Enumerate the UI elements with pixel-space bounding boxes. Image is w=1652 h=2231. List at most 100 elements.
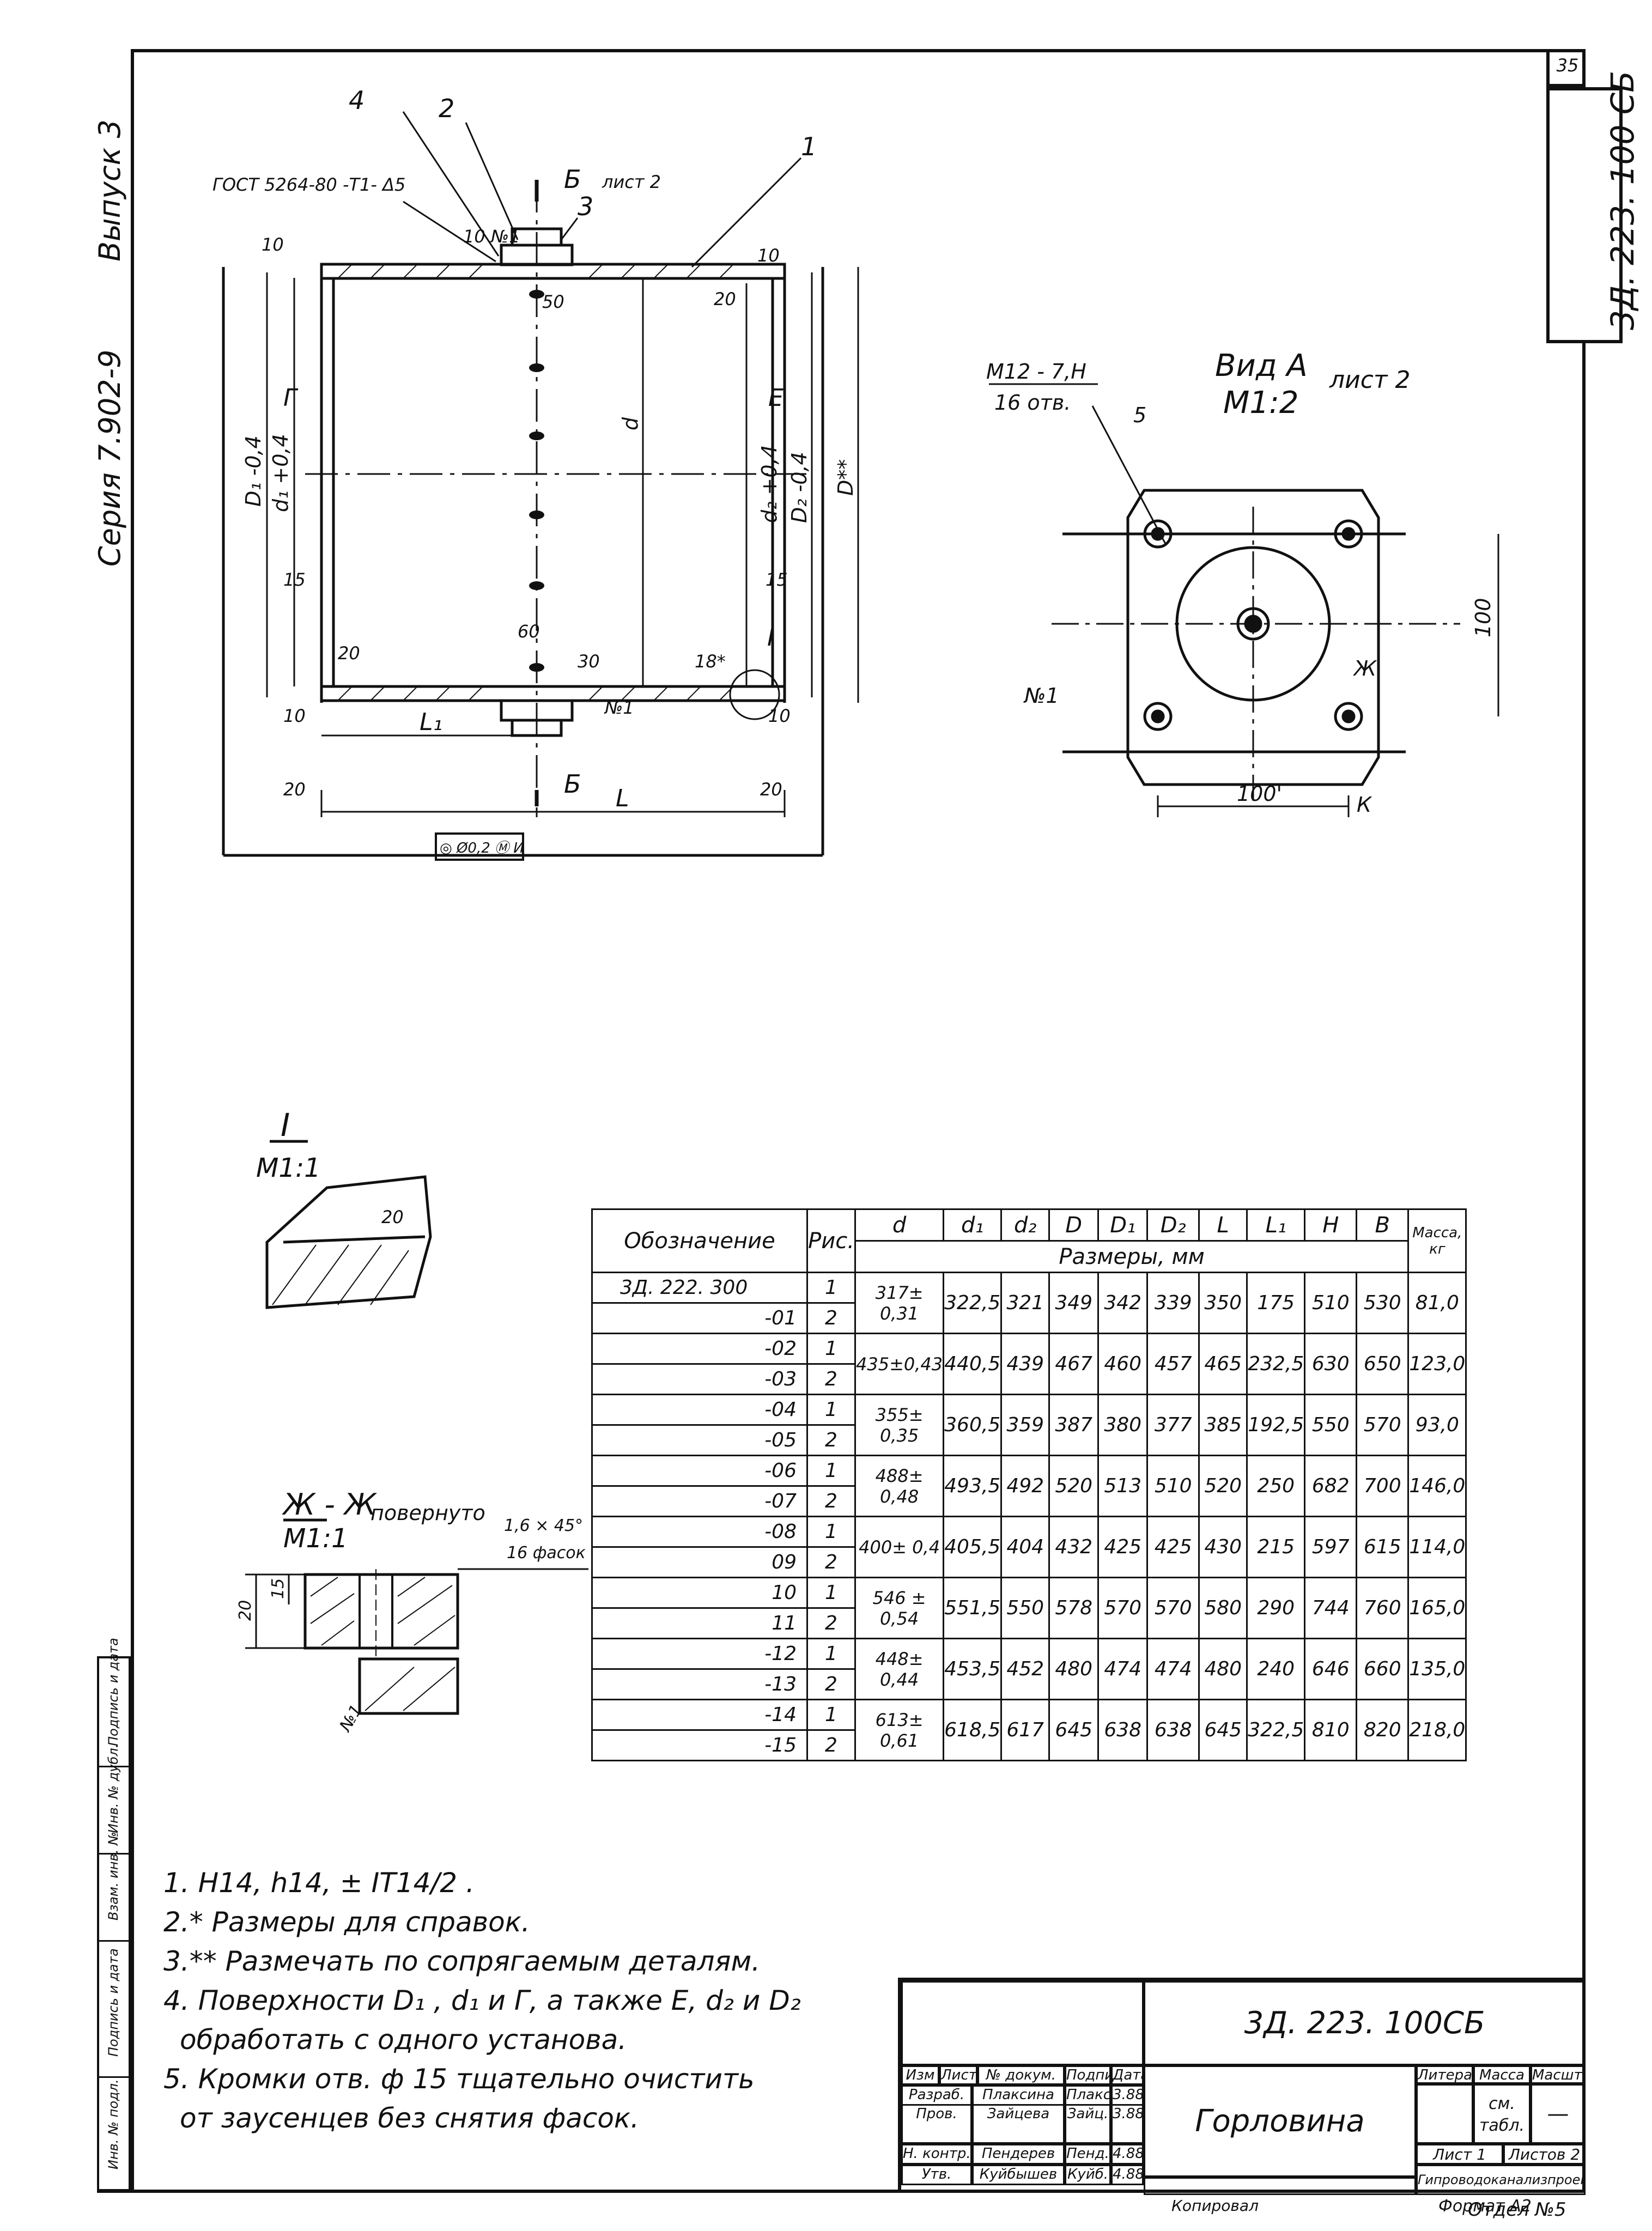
detail-i-label: I <box>281 1107 290 1144</box>
cell-value: 355± 0,35 <box>854 1394 945 1456</box>
dim-20-bl: 20 <box>338 643 360 664</box>
tb-col-izm: Изм <box>901 2065 939 2085</box>
cell-value: 440,5 <box>943 1333 1003 1395</box>
view-a-callout-5: 5 <box>1133 403 1146 427</box>
cell-value: 474 <box>1146 1638 1200 1700</box>
section-b-bottom: Б <box>564 769 581 799</box>
label-e: Е <box>768 384 784 412</box>
cell-value: 360,5 <box>943 1394 1003 1456</box>
cell-value: 93,0 <box>1407 1394 1467 1456</box>
doc-code-box: 3Д. 223. 100 СБ <box>1546 71 1641 343</box>
cell-value: 744 <box>1304 1577 1358 1639</box>
tb-role-sign: Куйб. <box>1065 2165 1111 2185</box>
cell-value: 513 <box>1097 1455 1149 1517</box>
cell-value: 165,0 <box>1407 1577 1467 1639</box>
left-strip: Подпись и дата Инв. № дубл. Взам. инв. №… <box>97 1638 131 2193</box>
tb-format: Формат А2 <box>1438 2197 1532 2216</box>
cell-figure: 2 <box>806 1363 856 1395</box>
cell-designation: -01 <box>591 1302 808 1334</box>
cell-value: 650 <box>1356 1333 1410 1395</box>
cell-designation: -15 <box>591 1729 808 1761</box>
dim-d1-outer: D₁ -0,4 <box>241 435 265 507</box>
th-d2: d₂ <box>1000 1208 1050 1242</box>
cell-value: 404 <box>1000 1516 1050 1578</box>
strip-cell-4: Инв. № дубл. <box>99 1744 129 1855</box>
cell-designation: 11 <box>591 1607 808 1639</box>
cell-value: 114,0 <box>1407 1516 1467 1578</box>
cell-designation: -07 <box>591 1485 808 1517</box>
view-a-sheet: лист 2 <box>1329 366 1411 394</box>
section-zh-label: Ж - Ж <box>282 1487 378 1522</box>
strip-cell-5: Подпись и дата <box>99 1638 129 1767</box>
section-zh-dim20: 20 <box>236 1600 255 1621</box>
cell-designation: 10 <box>591 1577 808 1609</box>
tb-col-sign: Подпись <box>1065 2065 1111 2085</box>
dim-15-left: 15 <box>283 569 306 590</box>
cell-designation: -04 <box>591 1394 808 1426</box>
section-zh-dim15: 15 <box>269 1578 288 1599</box>
title-block: Изм Лист № докум. Подпись Дата Разраб.Пл… <box>898 1978 1586 2221</box>
section-zh-mark: Ж <box>1353 656 1377 680</box>
cell-value: 597 <box>1304 1516 1358 1578</box>
weld-bottom: №1 <box>604 697 634 718</box>
tb-code: 3Д. 223. 100СБ <box>1144 1981 1586 2065</box>
page-number: 35 <box>1546 49 1586 87</box>
cell-figure: 2 <box>806 1485 856 1517</box>
cell-figure: 1 <box>806 1333 856 1365</box>
cell-value: 232,5 <box>1246 1333 1306 1395</box>
cell-value: 322,5 <box>1246 1699 1306 1761</box>
cell-value: 578 <box>1048 1577 1100 1639</box>
section-zh-scale: М1:1 <box>283 1523 348 1554</box>
cell-value: 480 <box>1048 1638 1100 1700</box>
cell-value: 760 <box>1356 1577 1410 1639</box>
dim-10-bl: 10 <box>283 706 306 726</box>
cell-value: 215 <box>1246 1516 1306 1578</box>
weld-note: 10 №1 <box>463 226 520 247</box>
tb-col-list: Лист <box>939 2065 977 2085</box>
cell-value: 460 <box>1097 1333 1149 1395</box>
cell-value: 135,0 <box>1407 1638 1467 1700</box>
callout-2: 2 <box>439 94 454 123</box>
cell-designation: -12 <box>591 1638 808 1670</box>
dim-100-vertical: 100 <box>1471 598 1495 637</box>
cell-figure: 1 <box>806 1455 856 1487</box>
cell-value: 452 <box>1000 1638 1050 1700</box>
cell-figure: 1 <box>806 1699 856 1731</box>
cell-value: 322,5 <box>943 1272 1003 1334</box>
cell-value: 638 <box>1146 1699 1200 1761</box>
tb-role-sign: Пенд. <box>1065 2144 1111 2165</box>
dim-20-left: 20 <box>283 779 306 800</box>
cell-value: 250 <box>1246 1455 1306 1517</box>
tb-col-date: Дата <box>1111 2065 1144 2085</box>
cell-value: 349 <box>1048 1272 1100 1334</box>
note-5: 5. Кромки отв. ф 15 тщательно очистить <box>163 2063 755 2095</box>
note-2: 2.* Размеры для справок. <box>163 1906 530 1938</box>
cell-designation: -05 <box>591 1424 808 1456</box>
cell-value: 465 <box>1198 1333 1248 1395</box>
cell-value: 820 <box>1356 1699 1410 1761</box>
cell-value: 630 <box>1304 1333 1358 1395</box>
dim-10-br: 10 <box>768 706 791 726</box>
cell-figure: 1 <box>806 1638 856 1670</box>
tb-role-name: Плаксина <box>972 2085 1065 2106</box>
cell-value: 510 <box>1146 1455 1200 1517</box>
cell-value: 488± 0,48 <box>854 1455 945 1517</box>
cell-value: 645 <box>1198 1699 1248 1761</box>
cell-figure: 2 <box>806 1607 856 1639</box>
th-D: D <box>1048 1208 1100 1242</box>
tb-role-sign: Плакс. <box>1065 2085 1111 2106</box>
tb-role-date: 3.88 <box>1111 2104 1144 2144</box>
cell-value: 682 <box>1304 1455 1358 1517</box>
cell-value: 570 <box>1356 1394 1410 1456</box>
tb-dept: Отдел №5 <box>1468 2199 1566 2221</box>
cell-designation: -08 <box>591 1516 808 1548</box>
dim-10-tl: 10 <box>262 234 284 255</box>
